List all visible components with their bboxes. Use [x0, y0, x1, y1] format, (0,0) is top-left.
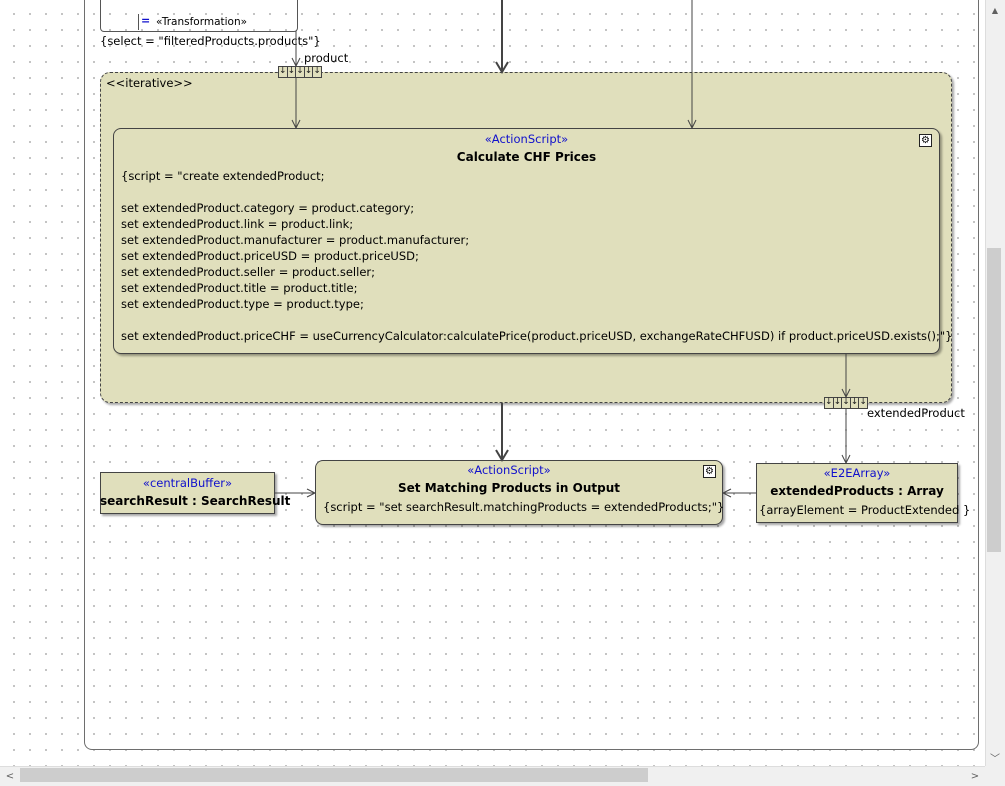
region-label: <<iterative>>	[106, 76, 193, 90]
calculate-chf-prices-action[interactable]	[113, 128, 940, 354]
activity-frame	[84, 0, 979, 750]
transformation-divider	[138, 14, 139, 30]
diagram-canvas[interactable]: = «Transformation» {select = "filteredPr…	[0, 0, 985, 766]
input-expansion-node[interactable]: ↓ ↓ ↓ ↓ ↓	[278, 66, 322, 78]
array-stereotype: «E2EArray»	[823, 466, 891, 480]
flow-arrowhead	[687, 119, 697, 130]
flow-arrowhead	[291, 119, 301, 130]
scroll-up-button[interactable]: ▲	[987, 2, 1003, 18]
script-line: set extendedProduct.seller = product.sel…	[121, 265, 376, 279]
action-script-icon[interactable]: ⚙	[919, 134, 932, 147]
central-buffer-name: searchResult : SearchResult	[100, 494, 291, 508]
script-line: set extendedProduct.manufacturer = produ…	[121, 233, 470, 247]
flow-arrowhead	[841, 388, 851, 399]
calculate-action-name: Calculate CHF Prices	[456, 150, 597, 164]
horizontal-scroll-thumb[interactable]	[20, 768, 648, 782]
control-flow-arrowhead	[495, 449, 509, 462]
vertical-scroll-thumb[interactable]	[987, 248, 1001, 552]
pin-arrow-icon: ↓	[825, 397, 834, 408]
pin-arrow-icon: ↓	[287, 66, 297, 77]
pin-arrow-icon: ↓	[313, 66, 321, 76]
scroll-right-button[interactable]: >	[967, 768, 983, 784]
transformation-node[interactable]	[100, 0, 298, 32]
scroll-down-button[interactable]: ﹀	[987, 749, 1003, 765]
pin-arrow-icon: ↓	[850, 397, 860, 408]
script-line: set extendedProduct.title = product.titl…	[121, 281, 358, 295]
flow-arrowhead	[306, 488, 317, 498]
extended-products-array[interactable]	[756, 463, 958, 523]
transformation-constraint: {select = "filteredProducts.products"}	[100, 34, 321, 48]
chevron-left-icon: <	[5, 770, 15, 782]
flow-connectors	[275, 0, 851, 498]
pin-arrow-icon: ↓	[859, 397, 867, 407]
calculate-action-stereotype: «ActionScript»	[484, 132, 569, 146]
central-buffer-stereotype: «centralBuffer»	[142, 476, 233, 490]
action-script-icon[interactable]: ⚙	[703, 465, 716, 478]
script-line: set extendedProduct.priceUSD = product.p…	[121, 249, 419, 263]
script-line: set extendedProduct.priceCHF = useCurren…	[121, 329, 953, 343]
script-line: set extendedProduct.category = product.c…	[121, 201, 415, 215]
chevron-up-icon: ▲	[991, 5, 999, 15]
transformation-stereotype: «Transformation»	[156, 16, 248, 28]
pin-arrow-icon: ↓	[842, 397, 851, 408]
array-name: extendedProducts : Array	[770, 484, 944, 498]
array-constraint: {arrayElement = ProductExtended }	[759, 503, 971, 517]
script-line: {script = "create extendedProduct;	[121, 169, 325, 183]
pin-arrow-icon: ↓	[833, 397, 843, 408]
flow-arrowhead	[721, 488, 732, 498]
search-result-central-buffer[interactable]	[100, 472, 275, 514]
calculate-action-script: {script = "create extendedProduct; ​ set…	[121, 168, 953, 344]
pin-arrow-icon: ↓	[279, 66, 288, 77]
script-line: set extendedProduct.link = product.link;	[121, 217, 354, 231]
pin-arrow-icon: ↓	[304, 66, 314, 77]
input-pin-label: product	[304, 51, 349, 65]
set-matching-products-action[interactable]	[315, 460, 723, 525]
flow-arrowhead	[291, 57, 301, 68]
chevron-down-icon: ﹀	[990, 753, 1000, 765]
scroll-left-button[interactable]: <	[2, 768, 18, 784]
pin-arrow-icon: ↓	[296, 66, 305, 77]
scrollbar-corner	[985, 766, 1005, 786]
flow-arrowhead	[841, 454, 851, 465]
output-pin-label: extendedProduct	[867, 406, 965, 420]
chevron-right-icon: >	[970, 770, 980, 782]
set-action-name: Set Matching Products in Output	[398, 481, 620, 495]
equals-icon: =	[141, 14, 151, 27]
set-action-script: {script = "set searchResult.matchingProd…	[323, 500, 725, 514]
set-action-stereotype: «ActionScript»	[467, 463, 551, 477]
control-flow-arrowhead	[495, 61, 509, 74]
script-line: set extendedProduct.type = product.type;	[121, 297, 364, 311]
